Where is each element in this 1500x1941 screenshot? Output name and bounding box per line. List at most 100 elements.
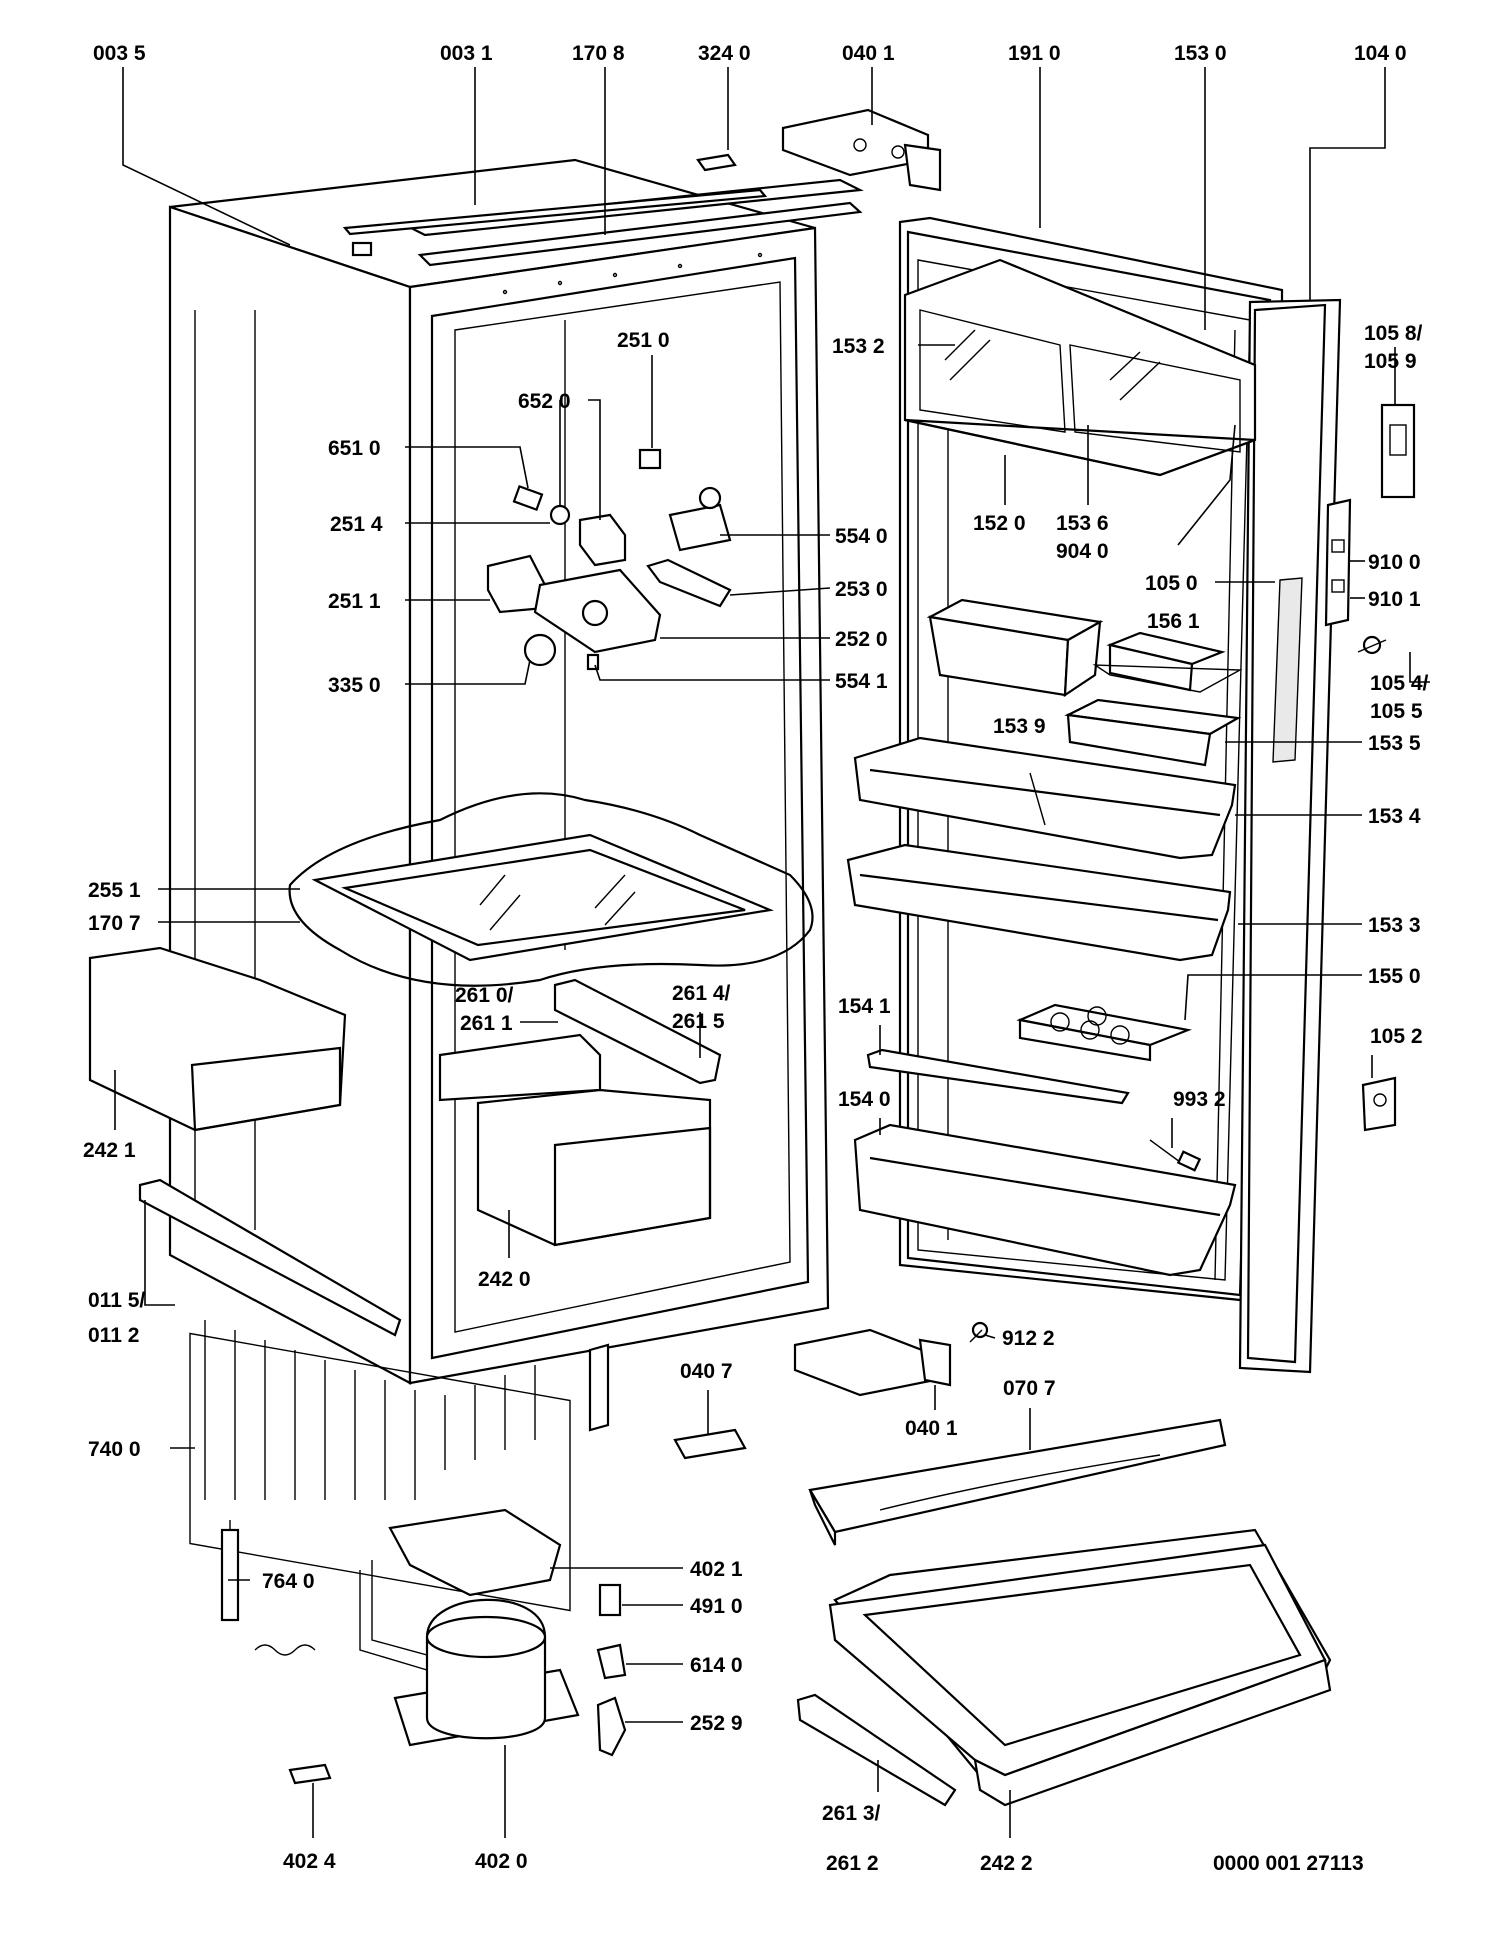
label-0707: 070 7 xyxy=(1003,1377,1056,1400)
label-2520: 252 0 xyxy=(835,628,888,651)
part-0407 xyxy=(673,1428,747,1460)
label-4024: 402 4 xyxy=(283,1850,336,1873)
label-7640: 764 0 xyxy=(262,1570,315,1593)
label-4021: 402 1 xyxy=(690,1558,743,1581)
label-0035: 003 5 xyxy=(93,42,146,65)
label-6140: 614 0 xyxy=(690,1654,743,1677)
rail-2613 xyxy=(796,1693,957,1807)
top-strips xyxy=(342,178,864,267)
label-1533: 153 3 xyxy=(1368,914,1421,937)
label-2615: 261 5 xyxy=(672,1010,725,1033)
label-1040: 104 0 xyxy=(1354,42,1407,65)
shelf-1540 xyxy=(853,1123,1237,1277)
rail-2614 xyxy=(553,978,722,1085)
label-0407: 040 7 xyxy=(680,1360,733,1383)
label-2614: 261 4/ xyxy=(672,982,731,1005)
part-9932 xyxy=(1149,1139,1202,1172)
label-1052: 105 2 xyxy=(1370,1025,1423,1048)
label-1539: 153 9 xyxy=(993,715,1046,738)
label-4020: 402 0 xyxy=(475,1850,528,1873)
base-strip-0115 xyxy=(138,1178,402,1337)
label-2551: 255 1 xyxy=(88,879,141,902)
part-1058 xyxy=(1380,403,1416,499)
part-9122 xyxy=(969,1321,989,1343)
label-1050: 105 0 xyxy=(1145,572,1198,595)
label-2613: 261 3/ xyxy=(822,1802,881,1825)
label-2510: 251 0 xyxy=(617,329,670,352)
label-0401-bot: 040 1 xyxy=(905,1417,958,1440)
drawer-2420 xyxy=(438,1033,712,1247)
part-7640 xyxy=(220,1520,316,1656)
label-0031: 003 1 xyxy=(440,42,493,65)
part-4021 xyxy=(388,1508,562,1597)
egg-tray-1550 xyxy=(1016,1003,1192,1062)
label-1536: 153 6 xyxy=(1056,512,1109,535)
dairy-compartment xyxy=(903,258,1257,477)
label-1910: 191 0 xyxy=(1008,42,1061,65)
top-hinge xyxy=(781,108,942,192)
part-0707 xyxy=(808,1418,1227,1546)
label-2529: 252 9 xyxy=(690,1712,743,1735)
label-9101: 910 1 xyxy=(1368,588,1421,611)
label-1550: 155 0 xyxy=(1368,965,1421,988)
label-1059: 105 9 xyxy=(1364,350,1417,373)
label-0401-top: 040 1 xyxy=(842,42,895,65)
part-6140 xyxy=(596,1643,627,1680)
label-1708: 170 8 xyxy=(572,42,625,65)
part-2529 xyxy=(596,1696,627,1757)
compressor-4020 xyxy=(359,1560,580,1747)
label-2530: 253 0 xyxy=(835,578,888,601)
box-1535 xyxy=(1064,698,1242,767)
label-2610: 261 0/ xyxy=(455,984,514,1007)
label-1540: 154 0 xyxy=(838,1088,891,1111)
part-1561 xyxy=(1092,631,1243,693)
part-1052 xyxy=(1361,1076,1397,1132)
label-2421: 242 1 xyxy=(83,1139,136,1162)
drawer-2421 xyxy=(88,946,347,1132)
label-2611: 261 1 xyxy=(460,1012,513,1035)
part-4024 xyxy=(288,1763,332,1785)
label-5540: 554 0 xyxy=(835,525,888,548)
thermostat-group xyxy=(486,448,732,671)
label-1055: 105 5 xyxy=(1370,700,1423,723)
label-1058: 105 8/ xyxy=(1364,322,1423,345)
part-3240 xyxy=(696,153,737,172)
part-9100 xyxy=(1324,498,1352,627)
part-1054 xyxy=(1357,635,1387,655)
label-5541: 554 1 xyxy=(835,670,888,693)
label-7400: 740 0 xyxy=(88,1438,141,1461)
label-9122: 912 2 xyxy=(1002,1327,1055,1350)
label-1561: 156 1 xyxy=(1147,610,1200,633)
label-1541: 154 1 xyxy=(838,995,891,1018)
label-document-number: 0000 001 27113 xyxy=(1213,1852,1364,1875)
label-2514: 251 4 xyxy=(330,513,383,536)
label-3240: 324 0 xyxy=(698,42,751,65)
label-0115: 011 5/ xyxy=(88,1289,145,1312)
label-1520: 152 0 xyxy=(973,512,1026,535)
label-2422: 242 2 xyxy=(980,1852,1033,1875)
label-1054: 105 4/ xyxy=(1370,672,1429,695)
label-9040: 904 0 xyxy=(1056,540,1109,563)
drawer-2422 xyxy=(828,1528,1332,1807)
label-1534: 153 4 xyxy=(1368,805,1421,828)
label-2420: 242 0 xyxy=(478,1268,531,1291)
glass-shelf-2551 xyxy=(288,792,814,987)
label-9932: 993 2 xyxy=(1173,1088,1226,1111)
label-1535: 153 5 xyxy=(1368,732,1421,755)
label-1707: 170 7 xyxy=(88,912,141,935)
label-2612: 261 2 xyxy=(826,1852,879,1875)
shelf-1534 xyxy=(853,736,1237,860)
shelf-1533 xyxy=(846,843,1232,962)
condenser-7400 xyxy=(189,1320,610,1612)
label-1530: 153 0 xyxy=(1174,42,1227,65)
part-labels: 003 5 003 1 170 8 324 0 040 1 191 0 153 … xyxy=(83,42,1429,1875)
lower-hinge xyxy=(793,1328,952,1397)
label-4910: 491 0 xyxy=(690,1595,743,1618)
door xyxy=(898,216,1342,1374)
label-1532: 153 2 xyxy=(832,335,885,358)
label-6520: 652 0 xyxy=(518,390,571,413)
label-3350: 335 0 xyxy=(328,674,381,697)
label-6510: 651 0 xyxy=(328,437,381,460)
part-4910 xyxy=(598,1583,622,1617)
